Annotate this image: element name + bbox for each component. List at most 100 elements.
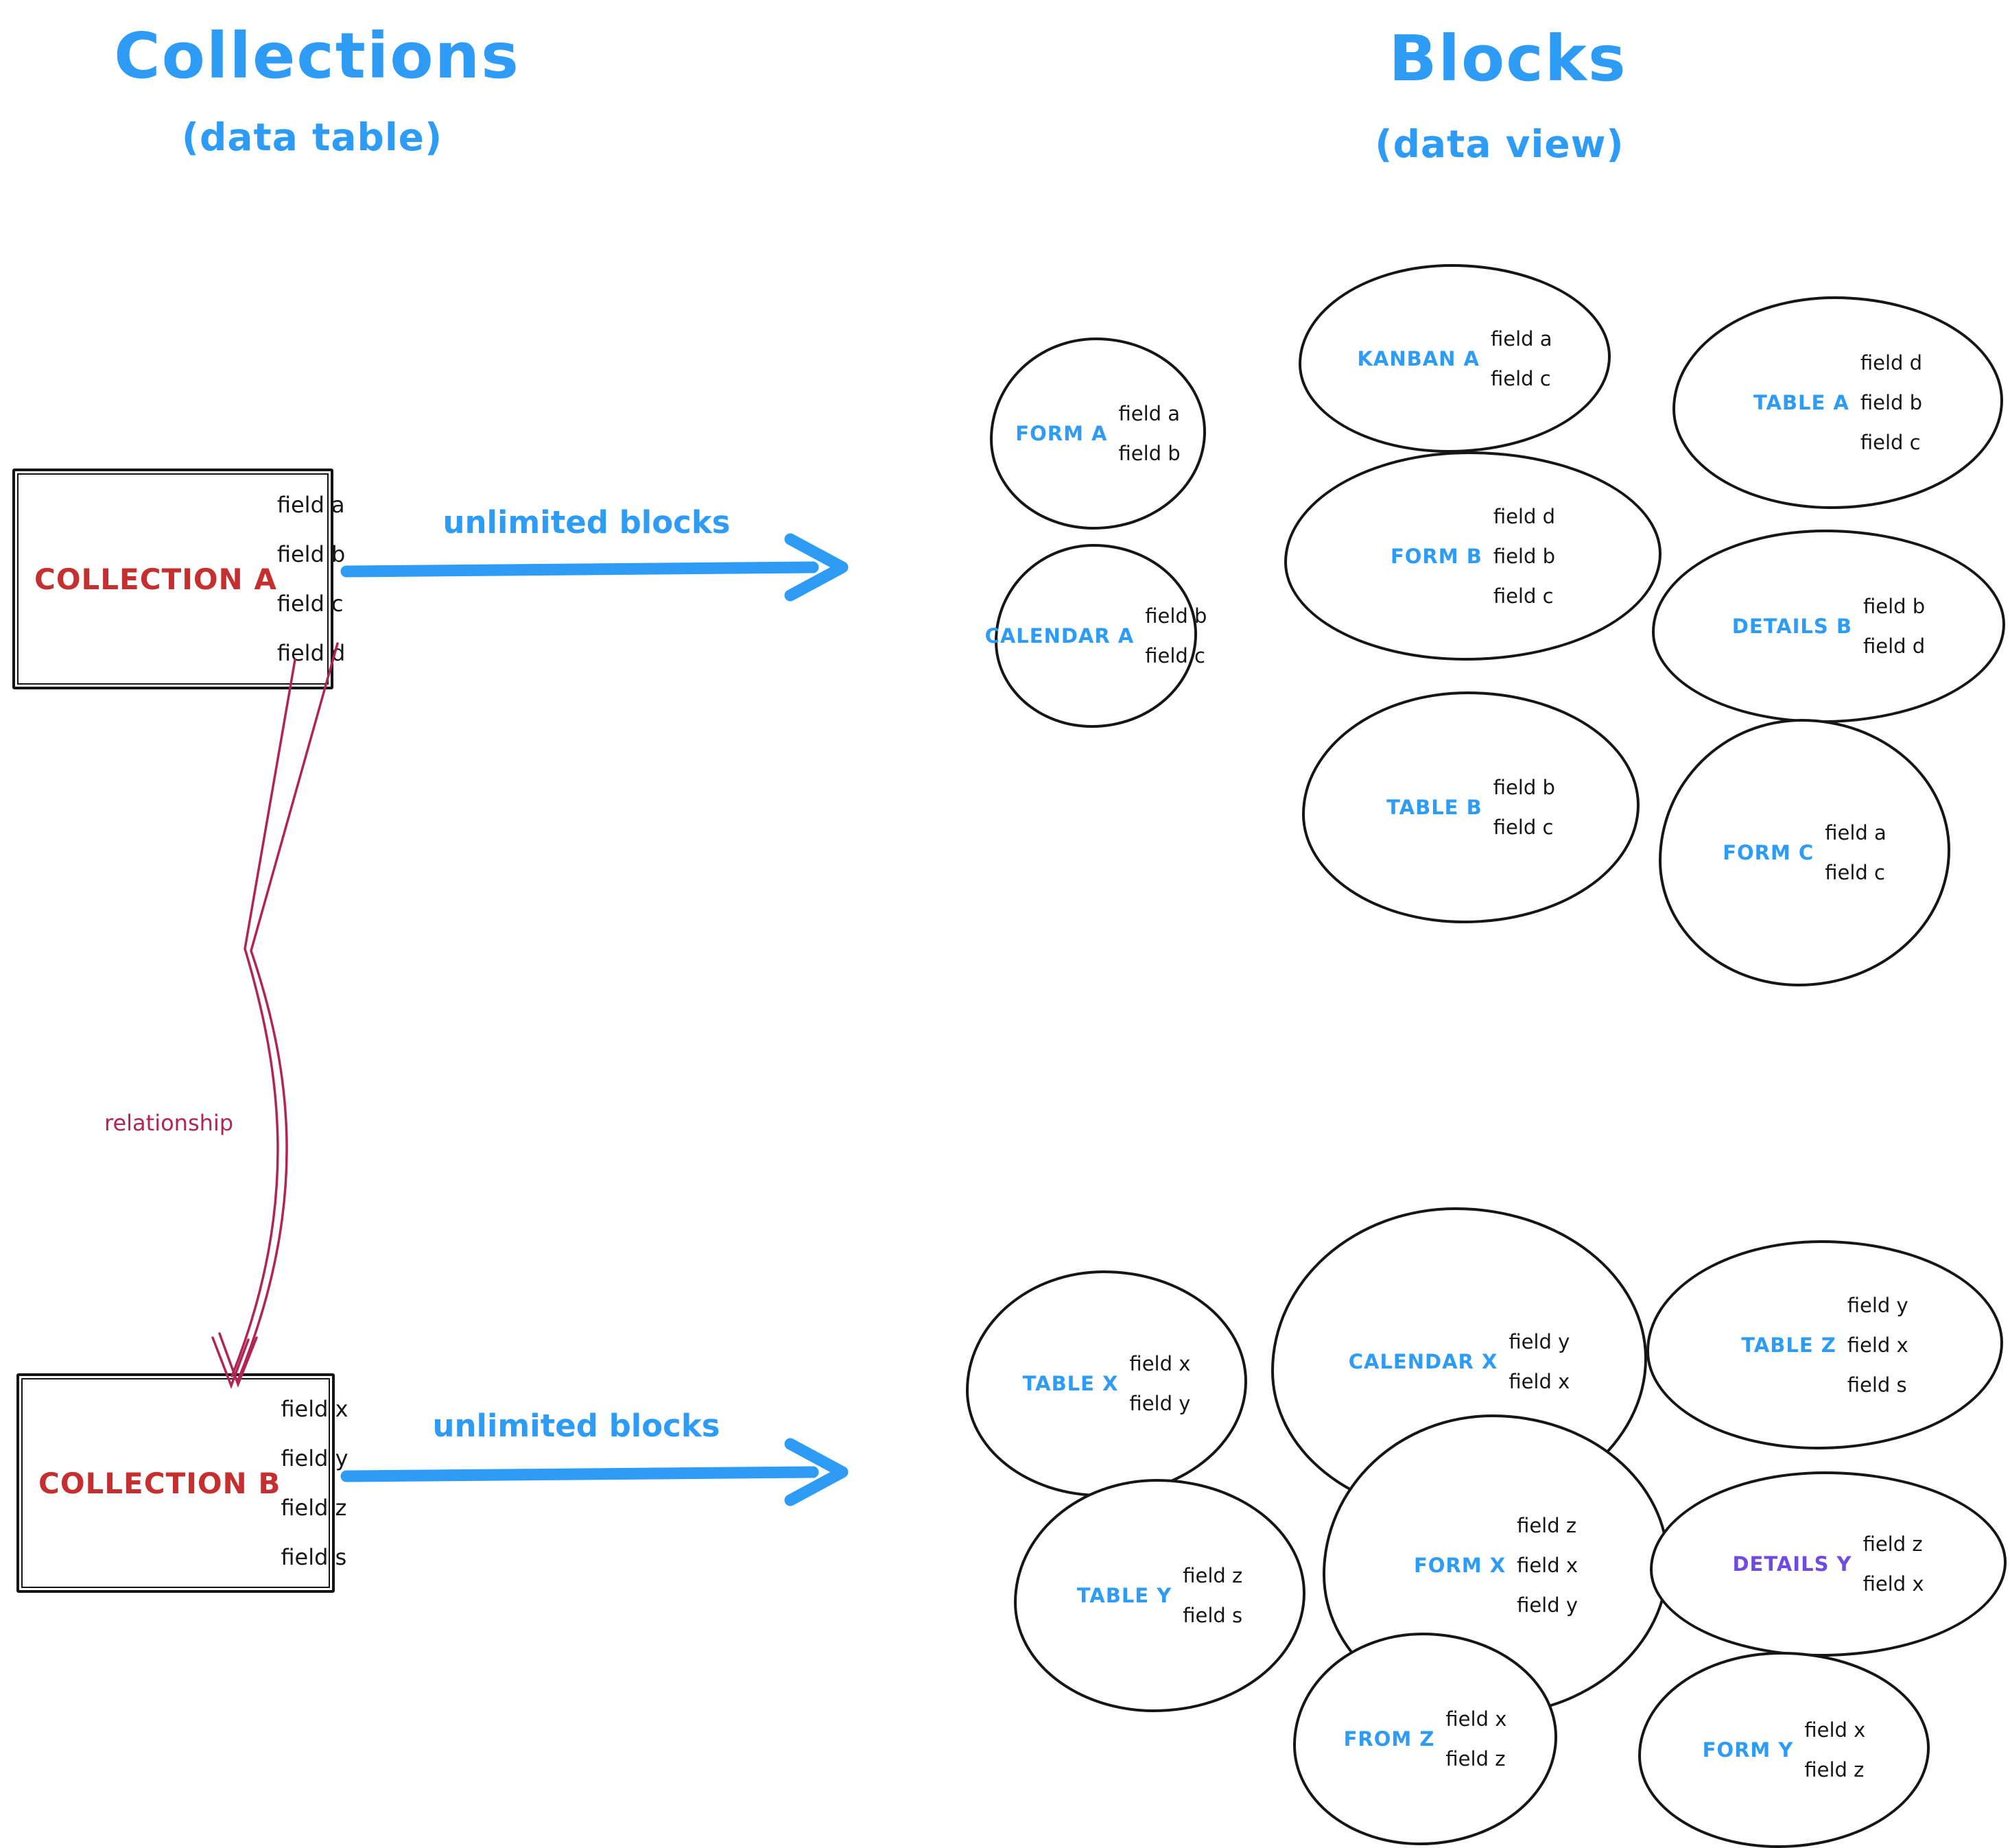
block-label: TABLE X — [1022, 1372, 1119, 1395]
blocks-subtitle: (data view) — [1375, 122, 1624, 166]
block-label: TABLE Z — [1741, 1333, 1836, 1357]
block-field: field x — [1847, 1333, 1908, 1357]
block-fields: field a field b — [1119, 402, 1181, 465]
block-label: FORM X — [1413, 1554, 1506, 1577]
collection-a-name: COLLECTION A — [34, 562, 277, 596]
block-field: field b — [1493, 544, 1556, 568]
collection-field: field d — [276, 640, 346, 666]
block-fields: field b field c — [1145, 604, 1207, 667]
block-field: field a — [1118, 402, 1181, 425]
collection-field: field a — [276, 492, 345, 518]
block-field: field s — [1847, 1373, 1907, 1397]
block-field: field z — [1445, 1747, 1506, 1770]
relationship-label: relationship — [104, 1110, 234, 1136]
block-field: field y — [1517, 1594, 1579, 1617]
collection-field: field x — [281, 1396, 348, 1422]
block-fields: field x field y — [1129, 1352, 1190, 1415]
block-fields: field x field z — [1445, 1707, 1506, 1770]
block-field: field c — [1490, 366, 1551, 390]
block-label: CALENDAR X — [1348, 1350, 1498, 1373]
block-field: field z — [1804, 1758, 1865, 1781]
block-field: field x — [1804, 1718, 1866, 1742]
block-fields: field z field x field y — [1517, 1514, 1578, 1617]
collection-a-fields: field a field b field c field d — [277, 492, 346, 666]
blocks-title: Blocks — [1388, 22, 1627, 95]
block-field: field b — [1863, 595, 1926, 618]
block-fields: field x field z — [1804, 1718, 1865, 1781]
block-label: TABLE B — [1386, 796, 1482, 819]
block-field: field z — [1517, 1514, 1577, 1537]
block-ellipse-table-a: TABLE A field d field b field c — [1672, 296, 2003, 509]
collection-field: field y — [281, 1445, 348, 1471]
unlimited-blocks-label-a: unlimited blocks — [442, 504, 731, 541]
block-label: FROM Z — [1343, 1727, 1435, 1751]
collection-field: field s — [281, 1544, 347, 1570]
collection-field: field c — [276, 591, 344, 617]
block-field: field a — [1490, 327, 1552, 351]
block-field: field x — [1129, 1352, 1191, 1375]
block-fields: field a field c — [1491, 327, 1552, 390]
unlimited-blocks-label-b: unlimited blocks — [432, 1408, 720, 1444]
block-fields: field d field b field c — [1493, 505, 1555, 608]
block-field: field y — [1509, 1330, 1570, 1353]
block-field: field s — [1183, 1604, 1243, 1627]
block-field: field c — [1825, 861, 1885, 884]
block-ellipse-form-y: FORM Y field x field z — [1638, 1652, 1930, 1848]
block-field: field c — [1145, 644, 1205, 667]
block-field: field b — [1493, 776, 1555, 799]
block-ellipse-from-z: FROM Z field x field z — [1293, 1633, 1557, 1845]
block-field: field x — [1863, 1572, 1924, 1596]
relationship-arrow — [211, 642, 339, 1389]
block-field: field y — [1129, 1392, 1191, 1415]
unlimited-blocks-arrow-b — [340, 1438, 849, 1506]
block-ellipse-table-x: TABLE X field x field y — [966, 1270, 1247, 1497]
block-ellipse-table-b: TABLE B field b field c — [1302, 691, 1640, 923]
block-label: FORM A — [1015, 422, 1108, 445]
block-fields: field b field c — [1493, 776, 1555, 839]
block-field: field c — [1493, 816, 1554, 839]
block-label: KANBAN A — [1357, 346, 1480, 370]
block-field: field d — [1493, 504, 1556, 528]
block-label: CALENDAR A — [984, 624, 1135, 648]
block-ellipse-form-c: FORM C field a field c — [1659, 719, 1950, 986]
block-field: field d — [1863, 635, 1926, 658]
block-label: DETAILS B — [1731, 615, 1852, 638]
unlimited-blocks-arrow-a — [340, 533, 849, 602]
block-field: field y — [1847, 1293, 1908, 1317]
collection-field: field z — [281, 1495, 347, 1521]
block-field: field b — [1145, 604, 1207, 628]
block-field: field x — [1517, 1554, 1579, 1577]
block-field: field a — [1825, 821, 1887, 844]
block-label: FORM C — [1723, 841, 1814, 864]
block-fields: field y field x field s — [1847, 1294, 1908, 1397]
block-field: field d — [1860, 351, 1923, 375]
block-field: field x — [1445, 1707, 1507, 1731]
block-label: DETAILS Y — [1732, 1552, 1852, 1576]
block-ellipse-table-z: TABLE Z field y field x field s — [1646, 1240, 2003, 1449]
block-field: field x — [1509, 1370, 1570, 1393]
collections-subtitle: (data table) — [181, 115, 443, 159]
block-field: field b — [1118, 442, 1181, 465]
block-label: TABLE A — [1753, 391, 1849, 414]
block-ellipse-calendar-a: CALENDAR A field b field c — [985, 544, 1207, 728]
collection-field: field b — [276, 541, 346, 567]
block-field: field c — [1493, 584, 1554, 608]
block-field: field b — [1860, 391, 1923, 414]
collection-b-fields: field x field y field z field s — [281, 1396, 348, 1570]
block-fields: field a field c — [1825, 821, 1887, 884]
block-label: TABLE Y — [1076, 1584, 1172, 1607]
block-fields: field d field b field c — [1860, 351, 1922, 454]
collection-b-name: COLLECTION B — [38, 1466, 281, 1500]
block-ellipse-details-b: DETAILS B field b field d — [1652, 530, 2005, 723]
block-field: field c — [1860, 431, 1921, 454]
block-label: FORM Y — [1702, 1738, 1794, 1762]
block-ellipse-form-a: FORM A field a field b — [990, 337, 1206, 530]
block-ellipse-details-y: DETAILS Y field z field x — [1650, 1471, 2007, 1657]
block-field: field z — [1863, 1532, 1923, 1556]
block-fields: field b field d — [1863, 595, 1925, 658]
